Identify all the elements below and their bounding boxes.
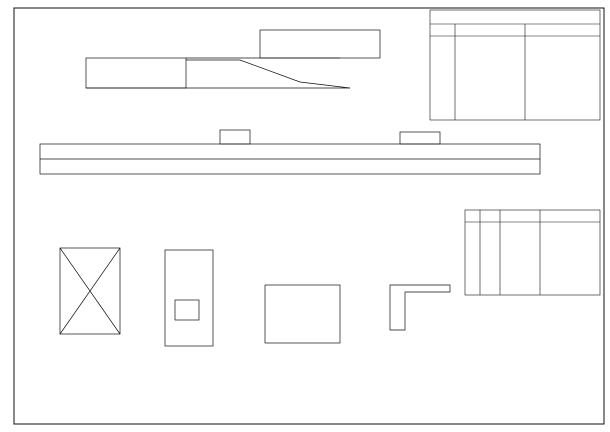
plan-right (164, 249, 214, 347)
outer-border (13, 7, 605, 425)
section-1-1-drawing (85, 29, 381, 89)
plan-left (59, 247, 121, 335)
construction-table (429, 9, 601, 121)
wall-detail (389, 284, 451, 331)
door-window-table (464, 209, 601, 296)
elevation-detail (264, 284, 341, 344)
section-2-2-drawing (39, 129, 541, 175)
